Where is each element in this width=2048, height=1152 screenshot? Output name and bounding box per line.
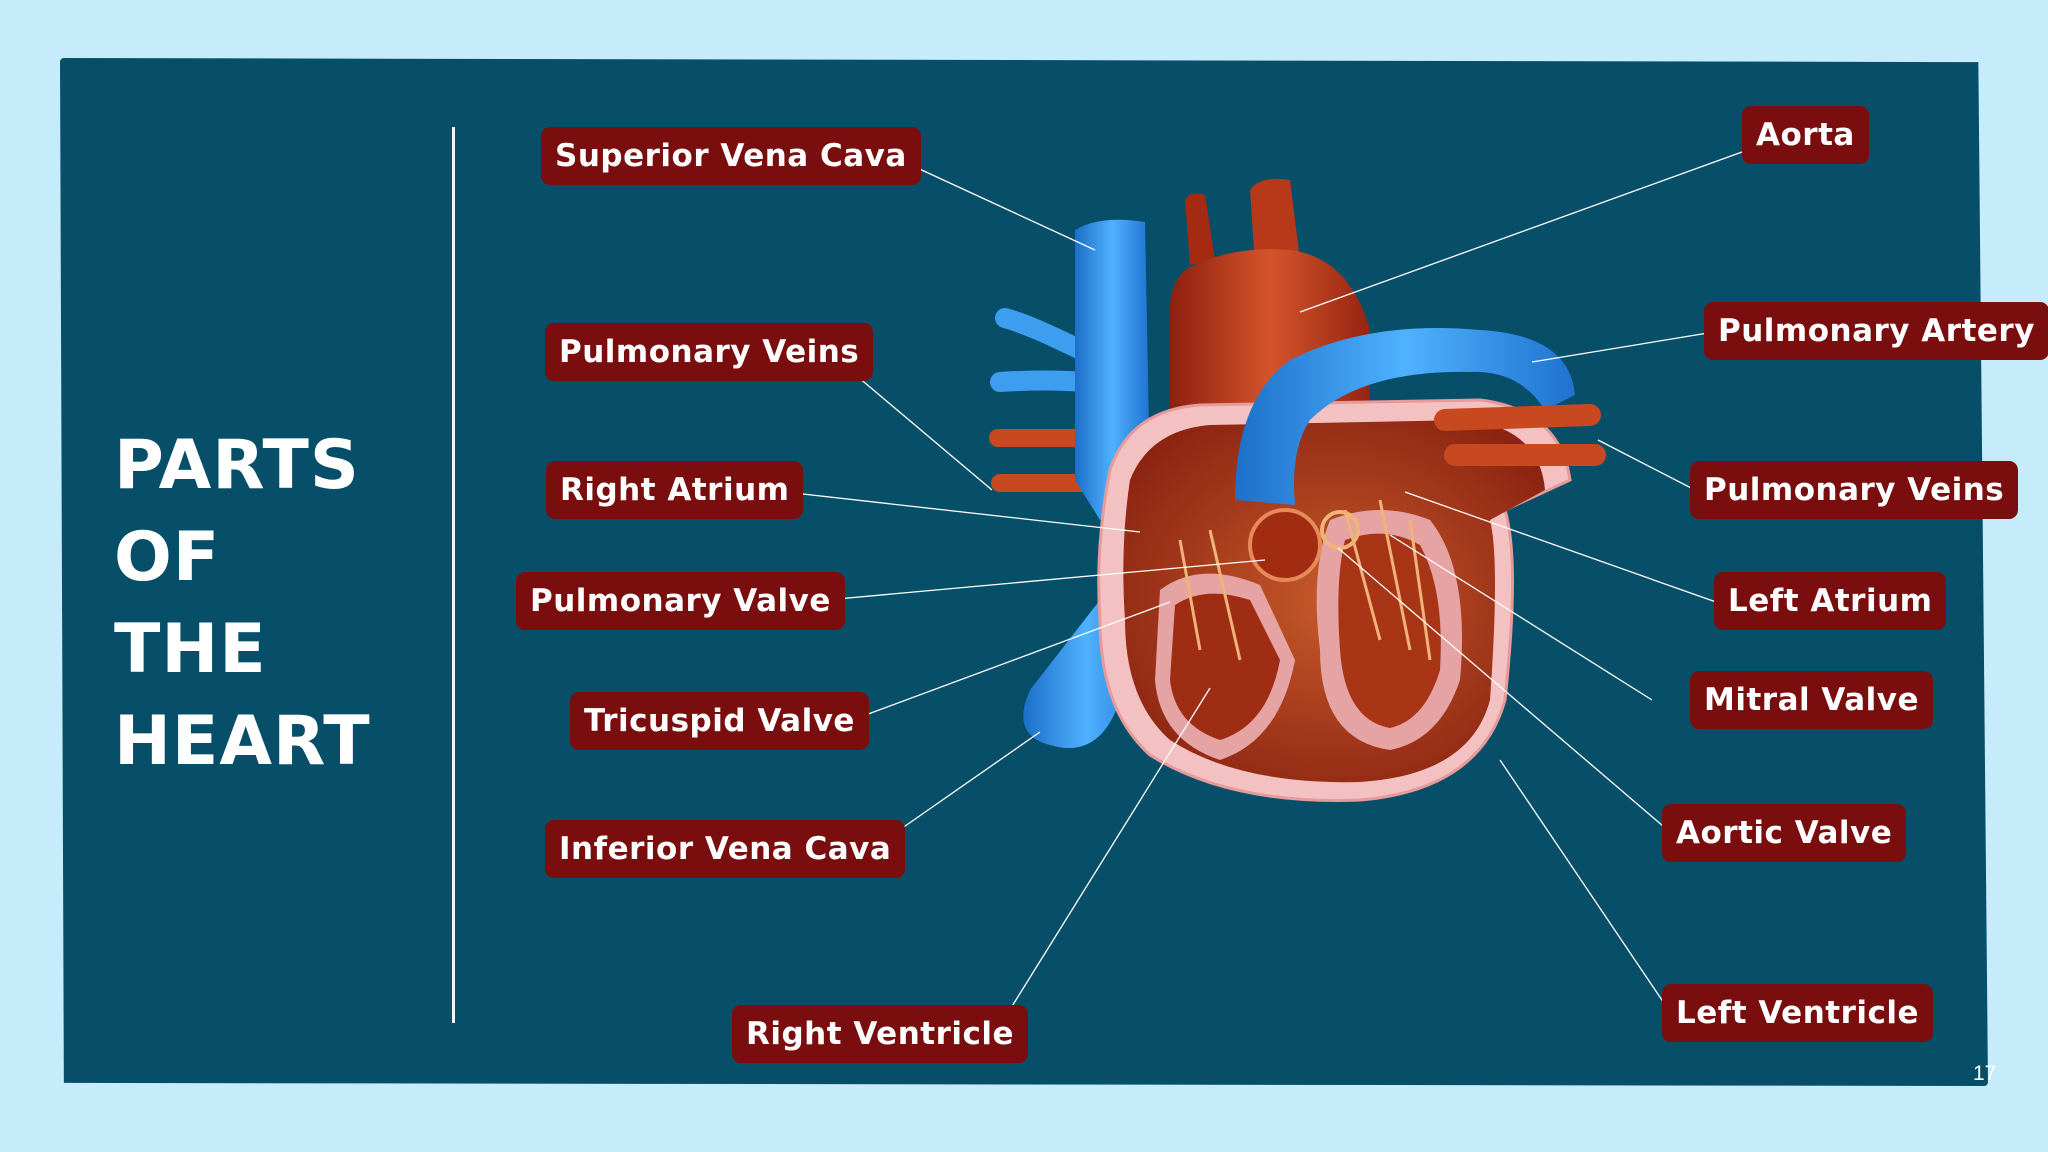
leader-superior-vena-cava [899,159,1096,251]
title-line-3: THE [114,610,267,689]
leader-aortic-valve [1337,547,1671,833]
slide-panel [60,58,1988,1086]
slide-title: PARTS OF THE HEART [114,420,414,788]
title-divider [452,127,455,1023]
pulmonary-artery-vessel [1235,328,1575,505]
label-pulmonary-artery: Pulmonary Artery [1704,302,2048,360]
label-left-atrium: Left Atrium [1714,572,1947,630]
title-line-4: HEART [114,702,371,781]
label-pulmonary-veins-left: Pulmonary Veins [545,323,874,381]
leader-aorta [1299,151,1743,313]
heart-body [1097,398,1572,802]
label-pulmonary-veins-right: Pulmonary Veins [1690,461,2019,519]
label-right-atrium: Right Atrium [546,461,804,519]
title-line-1: PARTS [114,426,360,505]
label-tricuspid-valve: Tricuspid Valve [570,692,869,750]
label-aorta: Aorta [1742,106,1869,164]
label-mitral-valve: Mitral Valve [1690,671,1933,729]
leader-left-ventricle [1499,759,1671,1013]
page-number: 17 [1973,1062,1997,1085]
leader-right-atrium [784,491,1141,533]
label-left-ventricle: Left Ventricle [1662,984,1934,1042]
label-aortic-valve: Aortic Valve [1662,804,1907,862]
pulmonary-veins-right-vessels [1434,404,1606,466]
leader-pulmonary-veins-right [1597,439,1696,491]
leader-tricuspid-valve [851,601,1171,721]
leader-mitral-valve [1389,534,1653,701]
leader-lines [784,151,1743,1033]
leader-pulmonary-valve [814,559,1266,602]
label-superior-vena-cava: Superior Vena Cava [541,127,921,185]
leader-left-atrium [1404,491,1717,603]
label-right-ventricle: Right Ventricle [732,1005,1029,1063]
label-inferior-vena-cava: Inferior Vena Cava [545,820,906,878]
label-pulmonary-valve: Pulmonary Valve [516,572,845,630]
leader-right-ventricle [995,687,1211,1033]
leader-pulmonary-artery [1531,332,1709,363]
title-line-2: OF [114,518,221,597]
